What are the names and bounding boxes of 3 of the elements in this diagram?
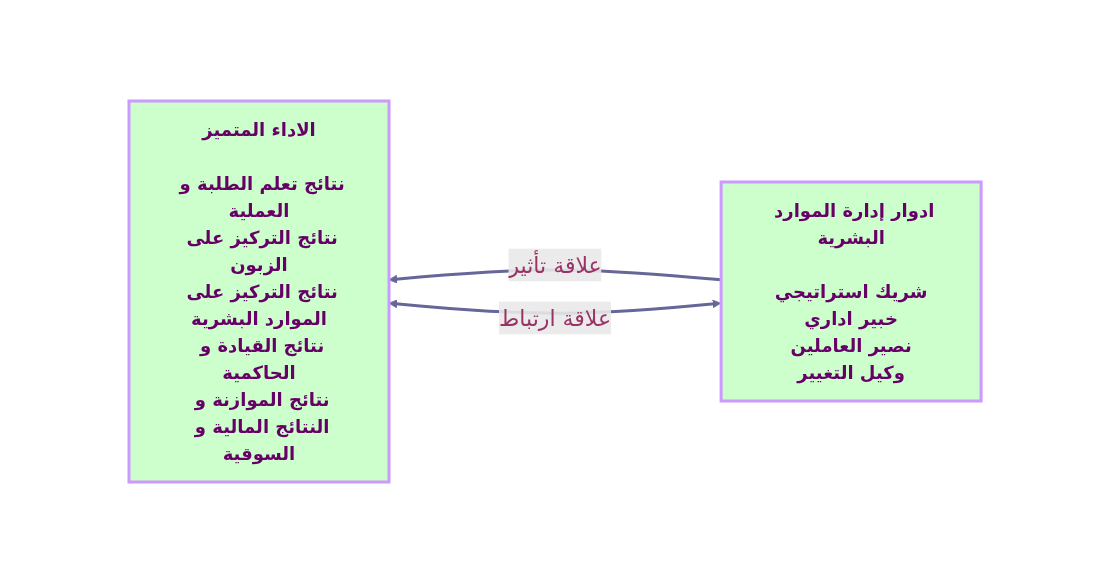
node-box: الاداء المتميز نتائج تعلم الطلبة و العملية نتائج التركيز على الزبون نتائج التركيز على الموارد البشرية نتائج القيادة و الحاكمية نتائج الموازنة و النتائج المالية و السوقية bbox=[127, 99, 391, 483]
node-box: ادوار إدارة الموارد البشرية شريك استراتيجي خبير اداري نصير العاملين وكيل التغيير bbox=[720, 180, 984, 402]
edge-label: علاقة ارتباط bbox=[499, 305, 612, 330]
